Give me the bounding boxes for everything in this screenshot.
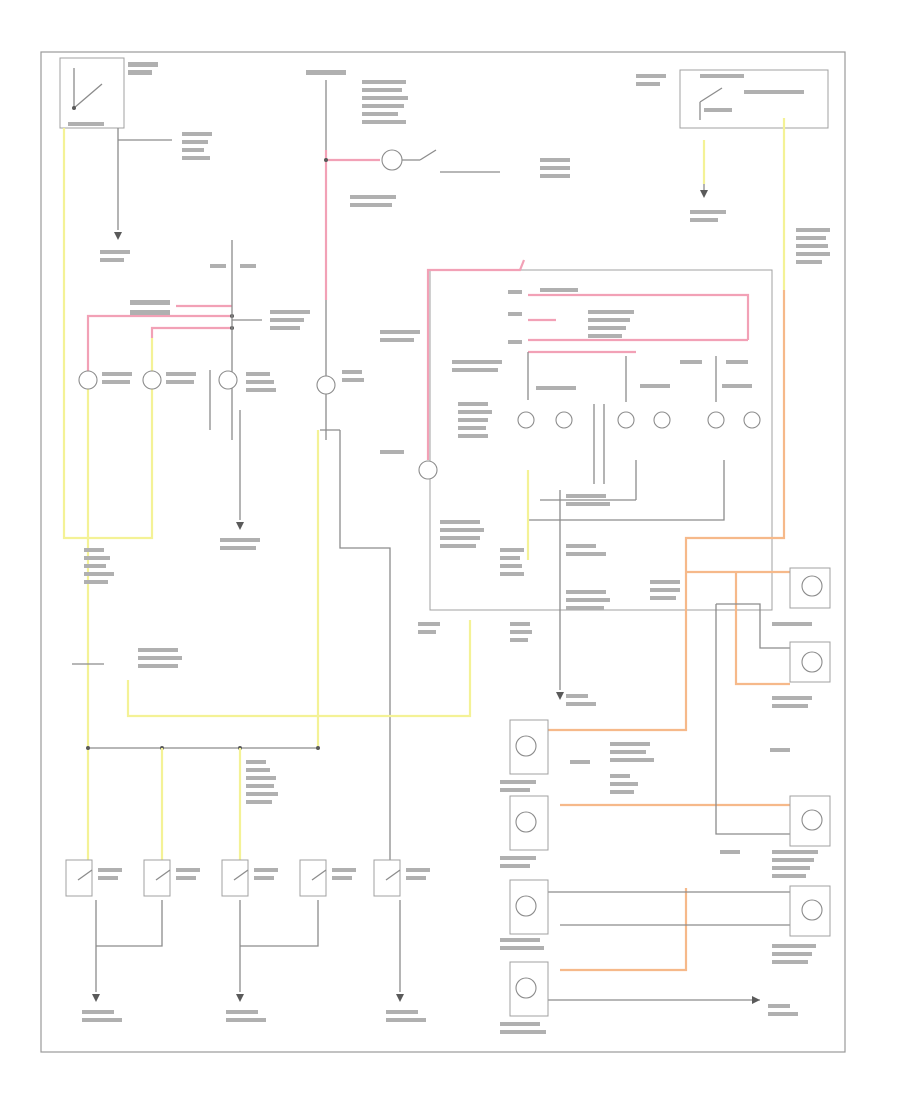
lamp-bulb-icon	[418, 460, 438, 480]
ground-symbol	[700, 190, 708, 198]
wire-gray-right	[548, 603, 790, 1001]
door-jamb-switches	[65, 859, 430, 1022]
wire-pink-left-harness	[86, 304, 232, 372]
lamp-bulb-icon	[142, 370, 162, 390]
lamp-bulb-icon	[707, 411, 725, 429]
lamp-bulb-icon	[515, 735, 537, 757]
lamp-bulb-icon	[517, 411, 535, 429]
lamp-bulb-icon	[743, 411, 761, 429]
ground-symbol	[114, 232, 122, 240]
ground-symbol	[752, 996, 760, 1004]
lamp-group-left	[78, 370, 276, 520]
ground-symbol	[556, 692, 564, 700]
ground-symbol	[396, 994, 404, 1002]
door-switch-block	[636, 69, 829, 222]
headlamp-switch-block	[59, 57, 158, 129]
lamp-bulb-icon	[617, 411, 635, 429]
lamp-bulb-icon	[801, 575, 823, 597]
ground-symbol	[92, 994, 100, 1002]
lamp-bulb-icon	[515, 977, 537, 999]
lamp-bulb-icon	[381, 149, 403, 171]
ground-symbol	[236, 522, 244, 530]
wire-pink-module	[426, 259, 750, 460]
lamp-bulb-icon	[555, 411, 573, 429]
diagram-frame	[40, 51, 846, 1053]
ground-symbol	[236, 994, 244, 1002]
lamp-bulb-icon	[801, 809, 823, 831]
rear-lamp-sockets	[500, 567, 831, 1034]
lamp-bulb-icon	[316, 375, 336, 395]
lamp-bulb-icon	[653, 411, 671, 429]
lamp-bulb-icon	[801, 899, 823, 921]
lamp-bulb-icon	[515, 895, 537, 917]
lamp-bulb-icon	[515, 811, 537, 833]
lamp-bulb-icon	[801, 651, 823, 673]
lamp-bulb-icon	[78, 370, 98, 390]
wire-orange-right-harness	[548, 290, 790, 972]
wire-yellow-left-main	[62, 128, 154, 540]
wire-yellow-module-out	[126, 470, 530, 718]
lamp-bulb-icon	[218, 370, 238, 390]
